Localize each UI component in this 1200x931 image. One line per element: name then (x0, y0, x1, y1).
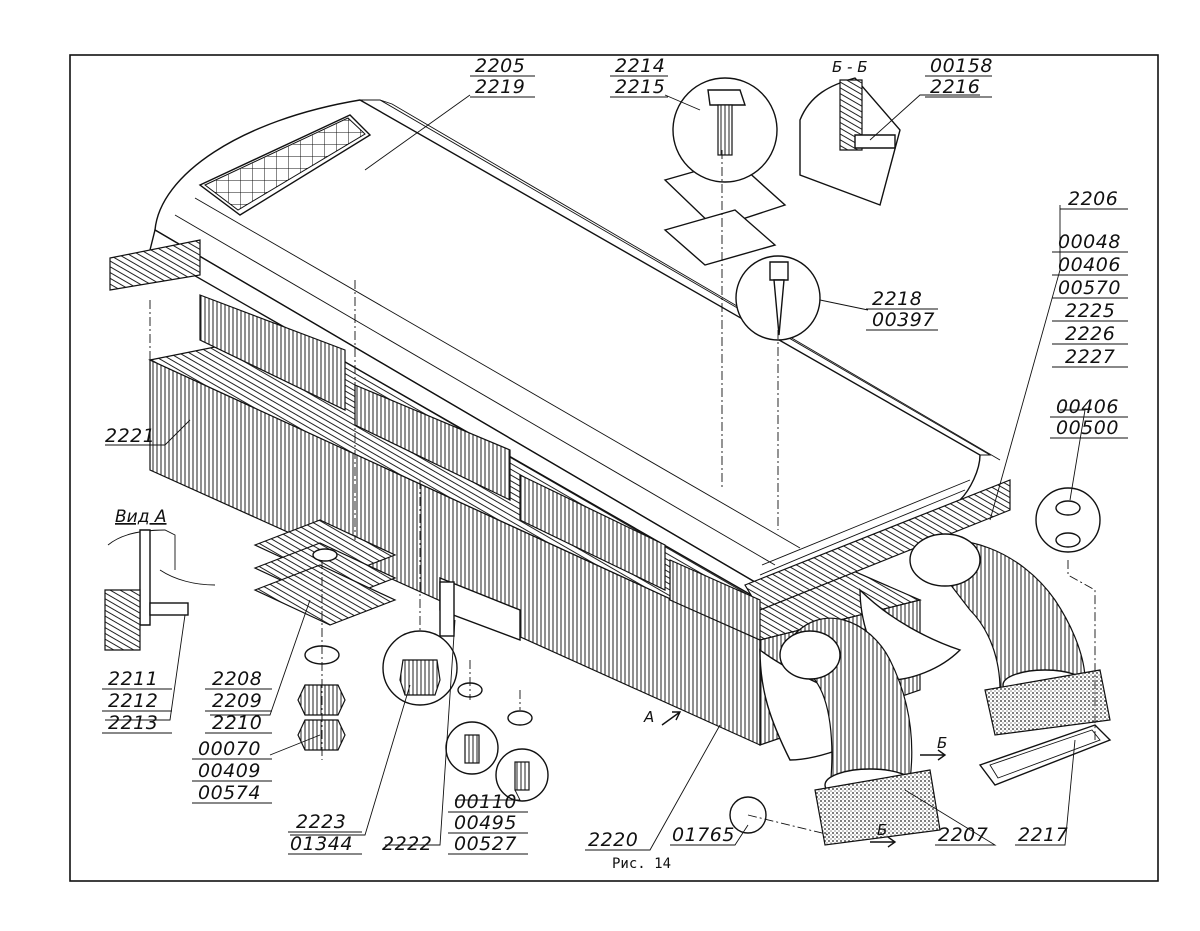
callout-2214-line2: 2215 (615, 76, 665, 98)
callout-2206-line1: 2206 (1068, 188, 1118, 210)
callout-01765: 01765 (672, 824, 735, 846)
housing-cover (109, 99, 1011, 746)
callout-00070: 00070 00409 00574 (192, 738, 272, 804)
callout-2220-line1: 2220 (588, 829, 638, 851)
callout-2205-line1: 2205 (475, 55, 525, 77)
callout-2207: 2207 (938, 824, 988, 846)
callout-00158-line2: 2216 (930, 76, 980, 98)
exploded-parts (104, 77, 1101, 834)
callout-01765-line1: 01765 (672, 824, 735, 846)
callout-2211: 2211 2212 2213 (102, 668, 172, 734)
leader-lines (105, 94, 1086, 851)
callout-00110: 00110 00495 00527 (448, 791, 528, 855)
callout-2218-line1: 2218 (872, 288, 922, 310)
callout-00048-stack: 00048 00406 00570 2225 2226 2227 (1052, 231, 1128, 368)
callout-00048-line4: 2225 (1065, 300, 1115, 322)
callout-2211-line1: 2211 (108, 668, 158, 690)
callout-00110-line2: 00495 (454, 812, 517, 834)
callout-00070-line3: 00574 (198, 782, 261, 804)
callout-00158-line1: 00158 (930, 55, 993, 77)
part-callouts: 2205 2219 2214 2215 00158 2216 2206 0004… (102, 55, 1128, 855)
callout-00158: 00158 2216 (925, 55, 993, 98)
callout-2205-line2: 2219 (475, 76, 525, 98)
callout-2223-line1: 2223 (296, 811, 346, 833)
callout-2207-line1: 2207 (938, 824, 988, 846)
callout-2221-line1: 2221 (105, 425, 155, 447)
air-duct-elbows (759, 533, 1112, 846)
callout-00110-line3: 00527 (454, 833, 517, 855)
drawing-frame (69, 54, 1159, 882)
callout-00406: 00406 00500 (1050, 396, 1128, 439)
callout-2217: 2217 (1018, 824, 1068, 846)
callout-2218: 2218 00397 (866, 288, 938, 331)
callout-00406-line1: 00406 (1056, 396, 1119, 418)
assembly-axis-lines (149, 150, 1096, 836)
callout-00048-line3: 00570 (1058, 277, 1121, 299)
callout-2223-line2: 01344 (290, 833, 353, 855)
view-a-title: Вид А (115, 507, 167, 527)
callout-2208-line3: 2210 (212, 712, 262, 734)
callout-2220: 2220 (588, 829, 638, 851)
callout-00048-line5: 2226 (1065, 323, 1115, 345)
callout-2223: 2223 01344 (288, 811, 362, 855)
callout-2208-line2: 2209 (212, 690, 262, 712)
figure-caption: Рис. 14 (612, 856, 671, 872)
section-title: Б - Б (832, 58, 868, 76)
callout-2205: 2205 2219 (470, 55, 535, 98)
callout-2211-line3: 2213 (108, 712, 158, 734)
callout-2217-line1: 2217 (1018, 824, 1068, 846)
callout-2211-line2: 2212 (108, 690, 158, 712)
callout-00048-line2: 00406 (1058, 254, 1121, 276)
section-arrow-b-bottom: Б (877, 821, 887, 839)
callout-2206: 2206 (1060, 188, 1128, 210)
callout-2208-line1: 2208 (212, 668, 262, 690)
callout-00070-line2: 00409 (198, 760, 261, 782)
callout-00406-line2: 00500 (1056, 417, 1119, 439)
callout-2208: 2208 2209 2210 (205, 668, 272, 734)
callout-00048-line1: 00048 (1058, 231, 1121, 253)
callout-2218-line2: 00397 (872, 309, 935, 331)
callout-2222: 2222 (382, 833, 432, 855)
section-arrow-b-top: Б (937, 734, 947, 752)
view-arrow-a: А (643, 708, 654, 726)
callout-2214: 2214 2215 (610, 55, 668, 98)
callout-00070-line1: 00070 (198, 738, 261, 760)
callout-00048-line6: 2227 (1065, 346, 1115, 368)
callout-2214-line1: 2214 (615, 55, 665, 77)
callout-2221: 2221 (105, 425, 155, 447)
callout-00110-line1: 00110 (454, 791, 517, 813)
callout-2222-line1: 2222 (382, 833, 432, 855)
section-marks: А Б Б Б - Б Вид А Рис. 14 (115, 58, 947, 872)
